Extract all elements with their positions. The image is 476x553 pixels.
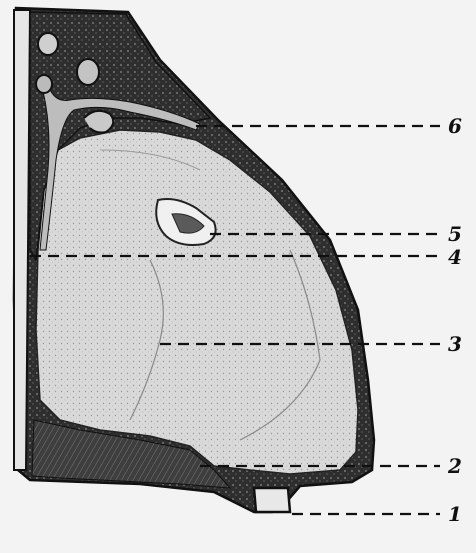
label-6: 6 <box>448 114 462 138</box>
label-3: 3 <box>448 332 462 356</box>
label-4: 4 <box>448 245 462 269</box>
left-capsule-strip <box>14 10 30 470</box>
label-5: 5 <box>448 222 462 246</box>
round-cavity-top <box>38 33 58 55</box>
round-cavity-small <box>36 75 52 93</box>
label-2: 2 <box>447 454 462 478</box>
round-cavity-upper <box>77 59 99 85</box>
main-stippled-body <box>36 130 358 474</box>
bottom-protrusion <box>254 488 290 512</box>
label-1: 1 <box>448 502 462 526</box>
